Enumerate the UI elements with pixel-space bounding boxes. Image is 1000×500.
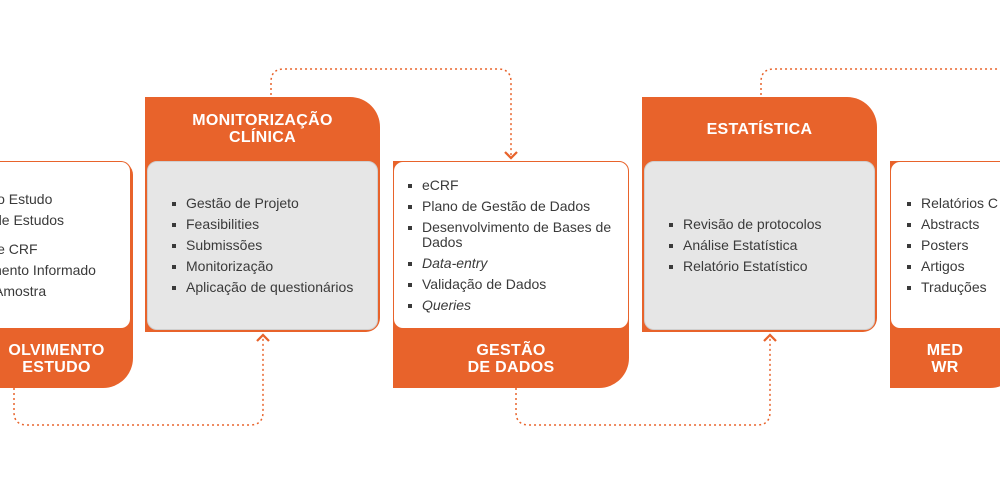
stage-item: Abstracts [907,215,1000,232]
stage-item-label: Validação de Dados [422,275,547,292]
stage-item-label: Amostra [0,282,47,299]
stage-item-label: Artigos [921,257,965,274]
stage-title-line: ESTATÍSTICA [706,120,813,138]
stage-item: Feasibilities [172,217,365,232]
stage-items-panel: lo Estudo de Estudos le CRF nento Informado… [0,161,131,329]
stage-item-label: le CRF [0,240,38,257]
connector-monitorizacao-gestao [270,68,518,160]
stage-item-label: Data-entry [422,254,488,271]
stage-item: de Estudos [0,211,118,228]
stage-title-line: GESTÃO [476,341,546,359]
stage-title-line: OLVIMENTO [8,341,105,359]
stage-item-label: Abstracts [921,215,980,232]
stage-title-line: DE DADOS [467,358,555,376]
stage-title-line: MED [926,341,964,359]
stage-item: Relatórios C [907,194,1000,211]
stage-item: lo Estudo [0,190,118,207]
stage-item: Validação de Dados [408,275,616,292]
stage-item: le CRF [0,240,118,257]
stage-item: Gestão de Projeto [172,196,365,211]
connector-estatistica-medical [760,68,1000,100]
stage-item-label: Plano de Gestão de Dados [422,197,591,214]
stage-item: eCRF [408,176,616,193]
stage-item: Posters [907,236,1000,253]
stage-item: Data-entry [408,254,616,271]
stage-title-line: MONITORIZAÇÃO [192,112,333,129]
stage-item: Monitorização [172,259,365,274]
stage-item-label: Revisão de protocolos [683,216,822,232]
stage-item: Análise Estatística [669,238,862,253]
stage-card-desenvolvimento: lo Estudo de Estudos le CRF nento Informado… [0,161,133,388]
stage-item-label: Gestão de Projeto [186,195,299,211]
stage-item: Plano de Gestão de Dados [408,197,616,214]
connector-desenvolvimento-monitorizacao [13,333,270,426]
stage-item-list: lo Estudo de Estudos le CRF nento Informado… [0,186,118,305]
stage-item: Traduções [907,278,1000,295]
stage-item-label: de Estudos [0,211,65,228]
stage-item-label: Análise Estatística [683,237,798,253]
stage-item: Queries [408,296,616,313]
stage-item: Submissões [172,238,365,253]
stage-item: Aplicação de questionários [172,280,365,295]
stage-item-label: Traduções [921,278,987,295]
stage-item: Desenvolvimento de Bases de Dados [408,218,616,250]
stage-item-label: Desenvolvimento de Bases de Dados [422,218,612,250]
stage-item-label: Aplicação de questionários [186,279,354,295]
stage-title-line: ESTUDO [22,358,91,376]
stage-item-label: Monitorização [186,258,274,274]
stage-item: Artigos [907,257,1000,274]
stage-item: Relatório Estatístico [669,259,862,274]
stage-item-label: Relatório Estatístico [683,258,808,274]
stage-item-label: Posters [921,236,969,253]
stage-item-label: Submissões [186,237,263,253]
stage-title: ESTATÍSTICA [642,97,877,161]
stage-item: Revisão de protocolos [669,217,862,232]
stage-item-label: Relatórios C [921,194,999,211]
stage-item-label: lo Estudo [0,190,53,207]
stage-item-label: eCRF [422,176,459,193]
stage-item: nento Informado [0,261,118,278]
stage-item-label: nento Informado [0,261,96,278]
stage-item-label: Queries [422,296,472,313]
stage-item-label: Feasibilities [186,216,260,232]
stage-item: Amostra [0,282,118,299]
stage-title-line: CLÍNICA [229,129,296,146]
stage-title-line: WR [931,358,959,376]
